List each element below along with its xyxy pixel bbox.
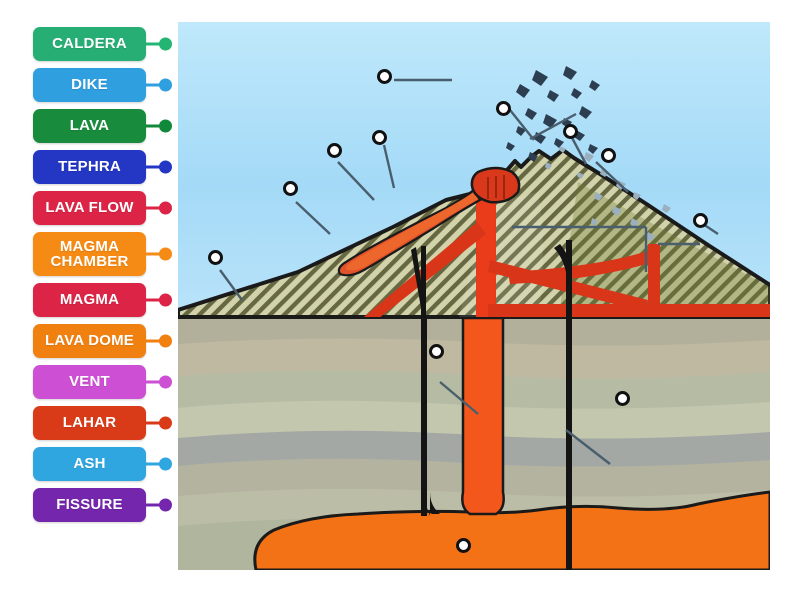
label-pill-dike[interactable]: DIKE <box>33 68 146 102</box>
label-pill-magma-chamber[interactable]: MAGMA CHAMBER <box>33 232 146 276</box>
connector-stem-ash <box>146 462 162 466</box>
label-row-fissure[interactable]: FISSURE <box>33 488 178 522</box>
connector-dot-dike[interactable] <box>159 78 172 92</box>
connector-stem-lava-dome <box>146 339 162 343</box>
label-row-dike[interactable]: DIKE <box>33 68 178 102</box>
connector-dot-lava-flow[interactable] <box>159 201 172 215</box>
drop-target-m4[interactable] <box>601 148 616 163</box>
label-pill-lahar[interactable]: LAHAR <box>33 406 146 440</box>
connector-stem-fissure <box>146 503 162 507</box>
connector-stem-vent <box>146 380 162 384</box>
volcano-diagram <box>178 22 770 570</box>
magma-chamber-body <box>253 490 770 570</box>
connector-dot-vent[interactable] <box>159 375 172 389</box>
label-row-lava-dome[interactable]: LAVA DOME <box>33 324 178 358</box>
drop-target-m8[interactable] <box>208 250 223 265</box>
connector-dot-tephra[interactable] <box>159 160 172 174</box>
connector-dot-magma[interactable] <box>159 293 172 307</box>
connector-stem-magma-chamber <box>146 252 162 256</box>
label-pill-vent[interactable]: VENT <box>33 365 146 399</box>
lava-flow-and-dome <box>337 166 521 277</box>
connector-stem-dike <box>146 83 162 87</box>
label-pill-magma[interactable]: MAGMA <box>33 283 146 317</box>
connector-stem-lahar <box>146 421 162 425</box>
connector-stem-lava <box>146 124 162 128</box>
label-bank: CALDERA DIKE LAVA TEPHRA LAVA FLOW MAGMA CHAM… <box>33 27 178 522</box>
label-pill-lava-dome[interactable]: LAVA DOME <box>33 324 146 358</box>
label-row-lahar[interactable]: LAHAR <box>33 406 178 440</box>
drop-target-m3[interactable] <box>563 124 578 139</box>
connector-stem-lava-flow <box>146 206 162 210</box>
label-row-magma[interactable]: MAGMA <box>33 283 178 317</box>
connector-stem-tephra <box>146 165 162 169</box>
label-row-magma-chamber[interactable]: MAGMA CHAMBER <box>33 232 178 276</box>
label-pill-lava[interactable]: LAVA <box>33 109 146 143</box>
drop-target-m2[interactable] <box>496 101 511 116</box>
drop-target-m5[interactable] <box>372 130 387 145</box>
connector-dot-lava[interactable] <box>159 119 172 133</box>
connector-stem-caldera <box>146 42 162 46</box>
label-pill-lava-flow[interactable]: LAVA FLOW <box>33 191 146 225</box>
dike-left-underground <box>421 316 427 516</box>
drop-target-m6[interactable] <box>327 143 342 158</box>
ash-plume <box>506 66 600 162</box>
connector-dot-ash[interactable] <box>159 457 172 471</box>
connector-dot-caldera[interactable] <box>159 37 172 51</box>
label-pill-fissure[interactable]: FISSURE <box>33 488 146 522</box>
drop-target-m10[interactable] <box>429 344 444 359</box>
label-row-ash[interactable]: ASH <box>33 447 178 481</box>
label-row-tephra[interactable]: TEPHRA <box>33 150 178 184</box>
dike-right-underground <box>566 316 572 570</box>
connector-dot-lahar[interactable] <box>159 416 172 430</box>
dike-spur <box>411 240 572 320</box>
connector-dot-magma-chamber[interactable] <box>159 247 172 261</box>
label-pill-ash[interactable]: ASH <box>33 447 146 481</box>
drop-target-m1[interactable] <box>377 69 392 84</box>
label-row-lava[interactable]: LAVA <box>33 109 178 143</box>
drop-target-m9[interactable] <box>693 213 708 228</box>
label-pill-caldera[interactable]: CALDERA <box>33 27 146 61</box>
label-pill-tephra[interactable]: TEPHRA <box>33 150 146 184</box>
drop-target-m11[interactable] <box>615 391 630 406</box>
connector-dot-fissure[interactable] <box>159 498 172 512</box>
label-row-vent[interactable]: VENT <box>33 365 178 399</box>
volcano-cross-section-svg <box>178 22 770 570</box>
label-row-lava-flow[interactable]: LAVA FLOW <box>33 191 178 225</box>
connector-stem-magma <box>146 298 162 302</box>
drop-target-m12[interactable] <box>456 538 471 553</box>
drop-target-m7[interactable] <box>283 181 298 196</box>
connector-dot-lava-dome[interactable] <box>159 334 172 348</box>
label-row-caldera[interactable]: CALDERA <box>33 27 178 61</box>
main-conduit <box>461 316 505 516</box>
